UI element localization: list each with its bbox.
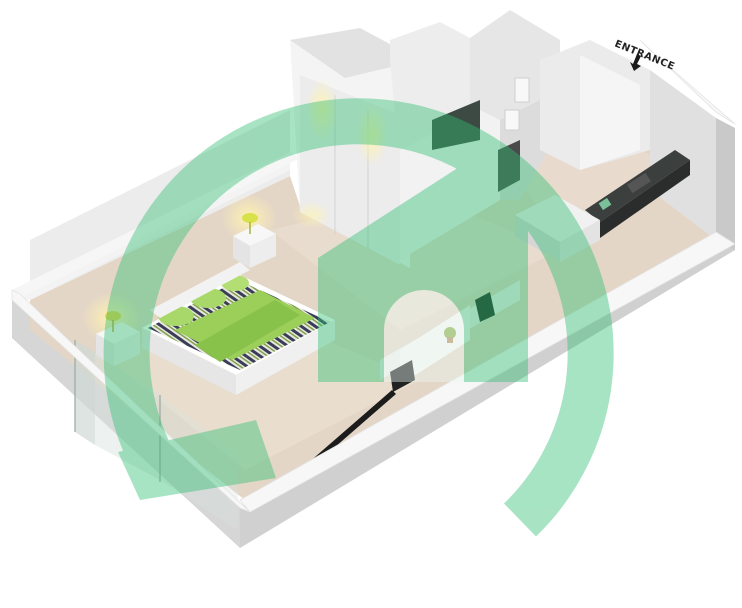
nightstand-left (82, 292, 142, 366)
bedroom-back-wall (12, 110, 300, 300)
wardrobe (290, 28, 420, 268)
kitchen-partition (540, 40, 716, 240)
nightstand-right (221, 194, 277, 268)
island-counter (515, 195, 600, 262)
bed (142, 262, 335, 395)
kitchenette (585, 150, 690, 238)
entrance-arrow-icon (630, 54, 641, 71)
wall-caps (11, 39, 736, 513)
watermark-logo-icon (103, 98, 614, 537)
